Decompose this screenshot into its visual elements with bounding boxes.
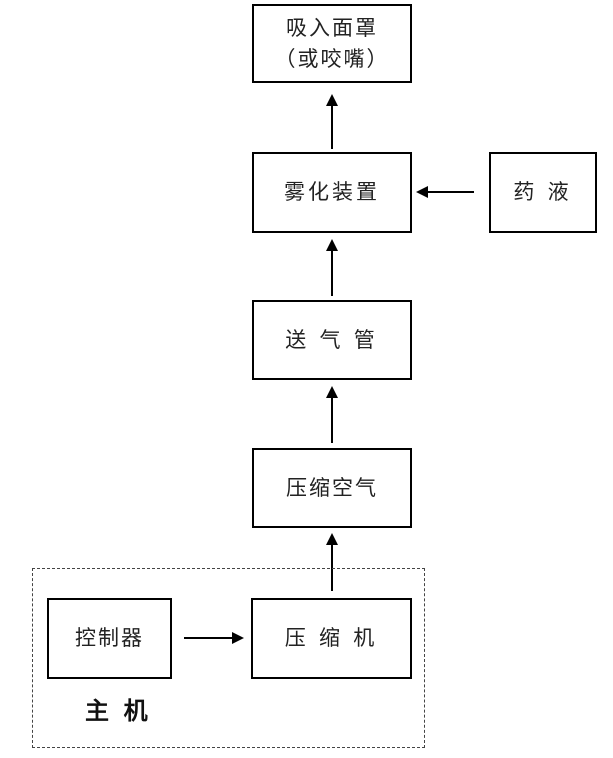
arrow-shaft [425,191,474,193]
main-unit-label: 主 机 [85,698,152,725]
node-inhalation-mask-line1: 吸入面罩 [286,16,378,41]
node-compressed-air-label: 压缩空气 [286,475,378,500]
node-medicine-liquid: 药 液 [489,152,597,233]
arrow-shaft [331,542,333,591]
arrowhead-up-icon [326,94,338,106]
node-compressed-air: 压缩空气 [252,448,412,528]
node-medicine-liquid-label: 药 液 [513,180,573,205]
arrowhead-up-icon [326,239,338,251]
node-compressor-label: 压 缩 机 [284,626,379,651]
arrow-medicine-to-atomizer [416,186,474,198]
node-controller: 控制器 [47,598,172,679]
node-atomizer: 雾化装置 [252,152,412,233]
arrowhead-left-icon [416,186,428,198]
node-inhalation-mask-line2: （或咬嘴） [274,46,390,71]
node-inhalation-mask: 吸入面罩 （或咬嘴） [252,4,412,83]
arrow-shaft [331,103,333,149]
arrow-shaft [184,637,235,639]
arrowhead-up-icon [326,533,338,545]
arrowhead-right-icon [232,632,244,644]
arrow-shaft [331,248,333,296]
arrow-tube-to-atomizer [326,239,338,296]
arrow-air-to-tube [326,386,338,443]
node-compressor: 压 缩 机 [251,598,412,679]
main-unit-dashed-frame [32,568,425,748]
node-atomizer-label: 雾化装置 [284,180,380,205]
node-air-tube-label: 送 气 管 [285,327,379,352]
node-air-tube: 送 气 管 [252,300,412,380]
node-controller-label: 控制器 [75,626,144,651]
arrow-shaft [331,395,333,443]
arrowhead-up-icon [326,386,338,398]
arrow-atomizer-to-mask [326,94,338,149]
arrow-controller-to-compressor [184,632,244,644]
arrow-compressor-to-air [326,533,338,591]
